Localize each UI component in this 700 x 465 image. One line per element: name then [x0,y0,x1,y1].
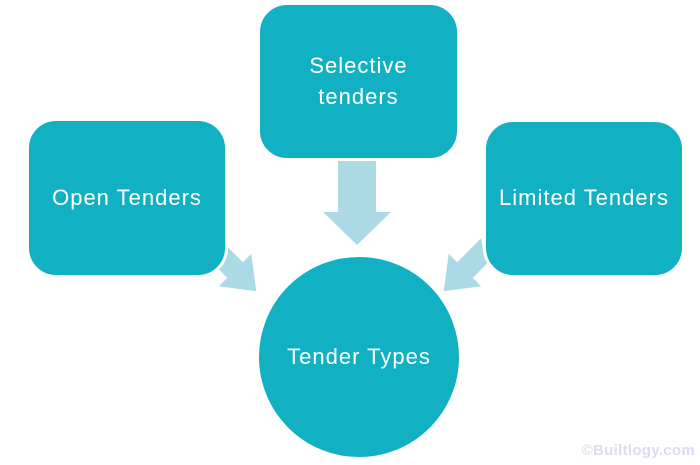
node-open-tenders: Open Tenders [26,118,228,278]
node-selective-tenders: Selective tenders [257,2,460,161]
watermark: ©Builtlogy.com [581,442,695,459]
node-tender-types-label: Tender Types [287,343,431,369]
connector-arrow-center-down-icon [323,156,391,245]
node-tender-types: Tender Types [256,254,462,460]
node-selective-tenders-label: Selective tenders [309,52,408,109]
connector-arrow-left-diagonal-icon [203,238,257,292]
connector-arrow-right-diagonal-icon [443,238,497,292]
node-limited-tenders: Limited Tenders [483,119,685,278]
node-limited-tenders-label: Limited Tenders [499,185,669,211]
node-open-tenders-label: Open Tenders [52,184,202,210]
